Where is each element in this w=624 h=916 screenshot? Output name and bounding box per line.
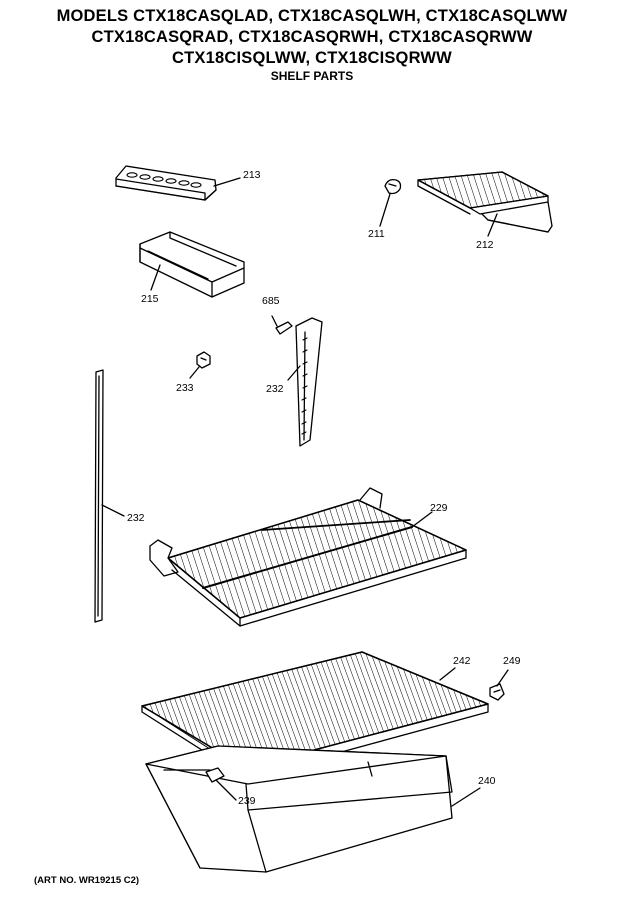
cover-clip-part xyxy=(489,669,509,701)
model-line-3: CTX18CISQLWW, CTX18CISQRWW xyxy=(172,49,452,67)
crisper-drawer-part xyxy=(145,745,481,873)
diagram-title-block: MODELS CTX18CASQLAD, CTX18CASQLWH, CTX18… xyxy=(0,6,624,83)
part-label-213: 213 xyxy=(243,169,261,181)
door-bin-part xyxy=(139,231,245,298)
part-label-685: 685 xyxy=(262,295,280,307)
shelf-rail-left-part xyxy=(94,369,125,623)
part-label-249: 249 xyxy=(503,655,521,667)
part-label-215: 215 xyxy=(141,293,159,305)
part-label-232-upper: 232 xyxy=(266,383,284,395)
part-label-242: 242 xyxy=(453,655,471,667)
egg-tray-part xyxy=(115,165,241,201)
drawer-slide-part xyxy=(205,767,237,801)
part-label-240: 240 xyxy=(478,775,496,787)
model-line-1: MODELS CTX18CASQLAD, CTX18CASQLWH, CTX18… xyxy=(56,7,568,25)
part-label-239: 239 xyxy=(238,795,256,807)
screw-part xyxy=(271,315,293,335)
model-line-2: CTX18CASQRAD, CTX18CASQRWH, CTX18CASQRWW xyxy=(91,28,533,46)
part-label-211: 211 xyxy=(368,228,385,240)
small-clip-part xyxy=(189,351,211,379)
art-number: (ART NO. WR19215 C2) xyxy=(34,875,140,886)
shelf-rail-right-part xyxy=(287,317,323,447)
shelf-clip-part xyxy=(379,178,402,227)
upper-wire-shelf-part xyxy=(417,171,553,237)
part-label-212: 212 xyxy=(476,239,494,251)
section-title: SHELF PARTS xyxy=(270,69,354,83)
part-label-229: 229 xyxy=(430,502,448,514)
wire-shelf-part xyxy=(149,487,467,627)
part-label-232-lower: 232 xyxy=(127,512,145,524)
part-label-233: 233 xyxy=(176,382,194,394)
